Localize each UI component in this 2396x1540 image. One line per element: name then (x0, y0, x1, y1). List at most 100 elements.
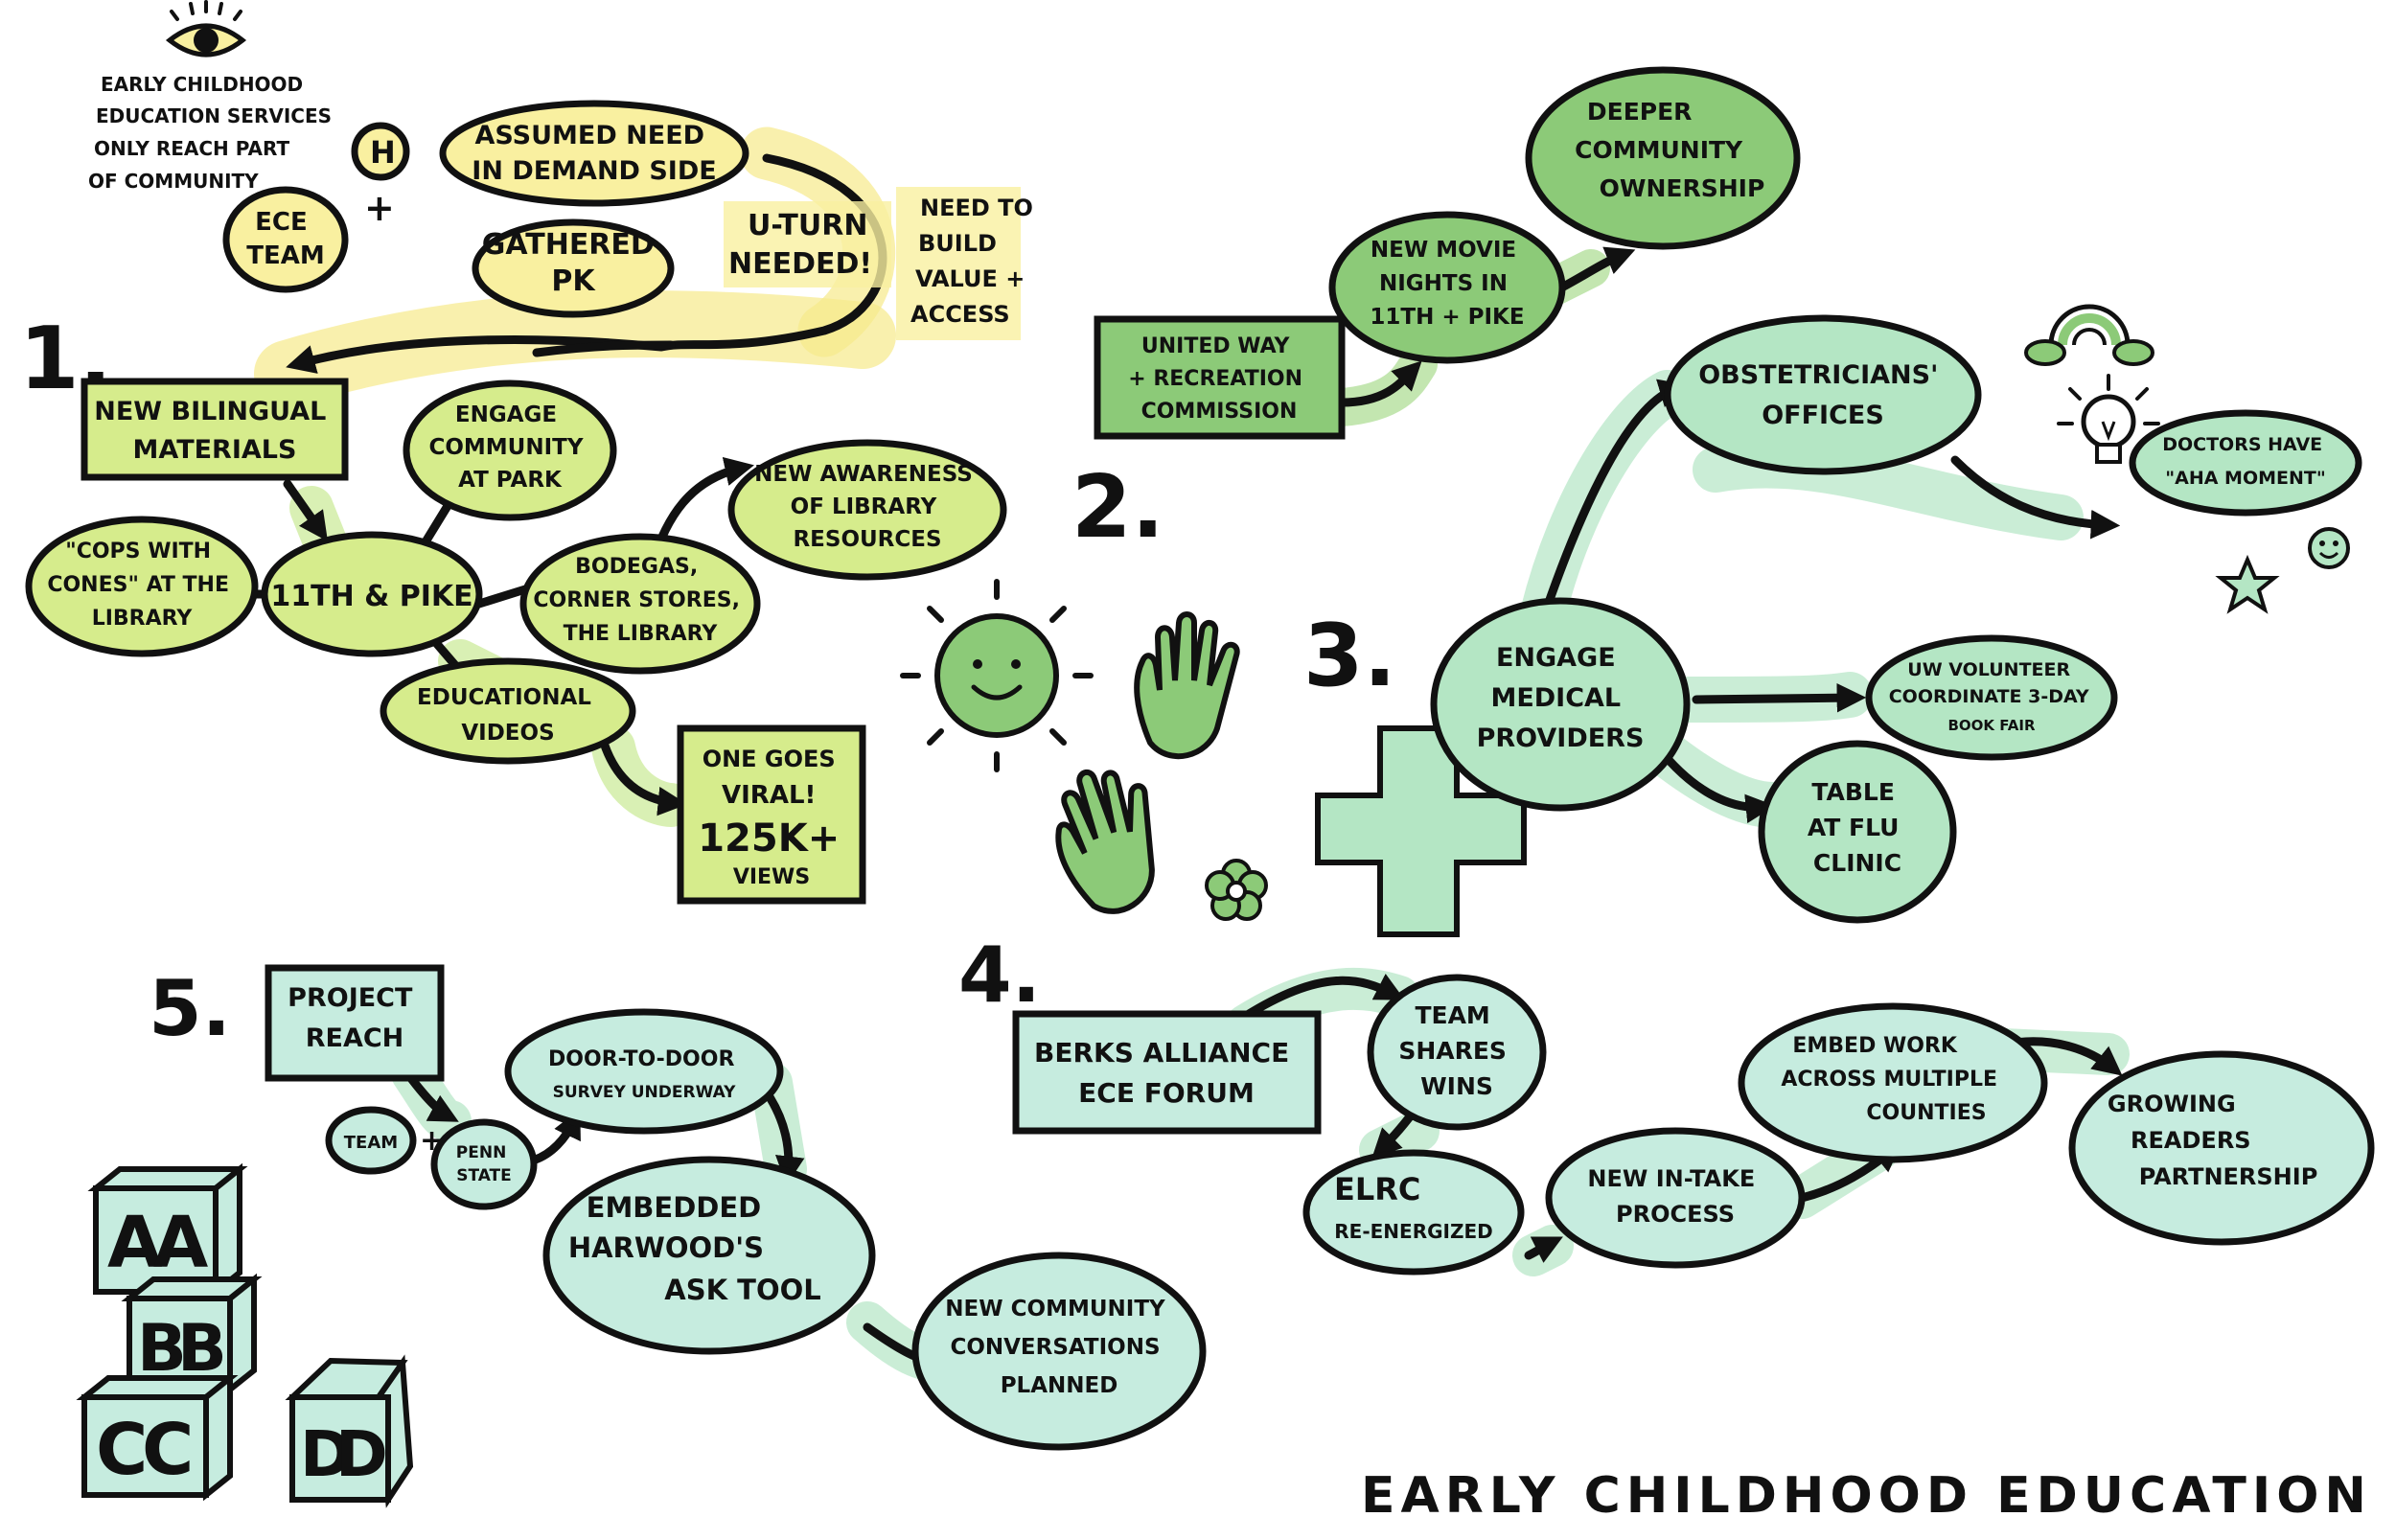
section-2: UNITED WAY + RECREATION COMMISSION NEW M… (1094, 66, 1801, 440)
u-turn-label: U-TURN NEEDED! (728, 209, 878, 281)
svg-text:OBSTETRICIANS' OFFICES: OBSTETRICIANS' OFFICES (1698, 360, 1947, 430)
berks-alliance-node: BERKS ALLIANCE ECE FORUM (1012, 1010, 1322, 1135)
svg-text:DOOR-TO-DOOR SURVEY UN: DOOR-TO-DOOR SURVEY UNDERWAY (548, 1047, 740, 1102)
step-number-2: 2. (1071, 457, 1164, 558)
educational-videos-node: EDUCATIONAL VIDEOS (380, 657, 636, 765)
team-shares-wins-node: TEAM SHARES WINS (1367, 974, 1547, 1131)
svg-text:ECE TEAM: ECE TEAM (246, 208, 325, 270)
svg-text:B: B (177, 1311, 227, 1387)
svg-text:11TH & PIKE: 11TH & PIKE (270, 580, 472, 613)
svg-text:DOCTORS HAVE "AHA MOME: DOCTORS HAVE "AHA MOMENT" (2162, 434, 2329, 489)
community-conversations-node: NEW COMMUNITY CONVERSATIONS PLANNED (911, 1252, 1207, 1451)
growing-readers-node: GROWING READERS PARTNERSHIP (2068, 1050, 2375, 1246)
step-number-3: 3. (1303, 606, 1396, 706)
deeper-ownership-node: DEEPER COMMUNITY OWNERSHIP (1525, 66, 1801, 250)
medical-cross-icon (1315, 725, 1527, 937)
intro-note: EARLY CHILDHOOD EDUCATION SERVICES ONLY … (88, 73, 338, 193)
hand-icon (1134, 611, 1240, 760)
h-badge: H (351, 122, 410, 181)
team-node: TEAM (325, 1106, 417, 1175)
section-3: ENGAGE MEDICAL PROVIDERS OBSTETRICIANS' … (1430, 314, 2362, 924)
svg-text:C: C (96, 1409, 148, 1491)
svg-text:DEEPER COMMUNITY: DEEPER COMMUNITY OWNERSHIP (1575, 98, 1764, 202)
sun-icon (900, 579, 1094, 772)
svg-text:NEW AWARENESS OF LIBRA: NEW AWARENESS OF LIBRARY RESOURCES (754, 462, 980, 552)
step-number-4: 4. (958, 931, 1041, 1020)
flower-icon (1205, 859, 1268, 921)
project-reach-node: PROJECT REACH (265, 964, 445, 1082)
obstetricians-node: OBSTETRICIANS' OFFICES (1664, 314, 1982, 475)
elrc-node: ELRC RE-ENERGIZED (1302, 1149, 1525, 1276)
intro-plus: + (364, 187, 395, 229)
doodles (900, 304, 2350, 937)
svg-text:UW VOLUNTEER COORDINAT: UW VOLUNTEER COORDINATE 3-DAY BOOK FAIR (1889, 659, 2095, 734)
alphabet-blocks-icon: A A B B C C D D (76, 1162, 414, 1508)
svg-text:NEW MOVIE NIGHTS IN: NEW MOVIE NIGHTS IN 11TH + PIKE (1370, 238, 1524, 330)
svg-text:B: B (137, 1311, 187, 1387)
gathered-pk-node: GATHERED PK (472, 218, 675, 318)
engage-park-node: ENGAGE COMMUNITY AT PARK (403, 379, 617, 521)
svg-text:UNITED WAY + RECREATIO: UNITED WAY + RECREATION COMMISSION (1128, 334, 1309, 424)
harwoods-ask-tool-node: EMBEDDED HARWOOD'S ASK TOOL (542, 1156, 876, 1355)
svg-text:"COPS WITH CONES" AT T: "COPS WITH CONES" AT THE LIBRARY (47, 540, 236, 631)
svg-text:D: D (335, 1417, 388, 1491)
penn-state-node: PENN STATE (430, 1118, 538, 1210)
movie-nights-node: NEW MOVIE NIGHTS IN 11TH + PIKE (1328, 211, 1566, 364)
svg-text:TEAM SHARES WI: TEAM SHARES WINS (1398, 1001, 1514, 1100)
ece-team-node: ECE TEAM (222, 186, 349, 293)
hub-11th-pike-node: 11TH & PIKE (261, 531, 483, 657)
svg-text:NEW IN-TAKE PROCESS: NEW IN-TAKE PROCESS (1587, 1165, 1762, 1228)
u-turn-highlight (724, 201, 891, 287)
svg-text:TABLE AT FLU C: TABLE AT FLU CLINIC (1808, 778, 1907, 877)
step-number-5: 5. (149, 964, 231, 1053)
svg-text:ENGAGE COMMUNITY: ENGAGE COMMUNITY AT PARK (428, 402, 590, 493)
library-awareness-node: NEW AWARENESS OF LIBRARY RESOURCES (727, 439, 1007, 581)
svg-text:GROWING READERS: GROWING READERS PARTNERSHIP (2108, 1091, 2317, 1190)
aha-moment-node: DOCTORS HAVE "AHA MOMENT" (2129, 409, 2362, 517)
bilingual-materials-node: NEW BILINGUAL MATERIALS (81, 378, 349, 481)
svg-text:EMBEDDED HARWOOD'S: EMBEDDED HARWOOD'S ASK TOOL (568, 1191, 821, 1306)
intro-section: EARLY CHILDHOOD EDUCATION SERVICES ONLY … (88, 0, 1033, 340)
embed-work-node: EMBED WORK ACROSS MULTIPLE COUNTIES (1738, 1002, 2048, 1163)
svg-text:A: A (107, 1202, 162, 1284)
svg-text:PENN STATE: PENN STATE (456, 1143, 512, 1185)
uw-volunteer-node: UW VOLUNTEER COORDINATE 3-DAY BOOK FAIR (1865, 634, 2118, 761)
block-c: C C (76, 1371, 239, 1502)
block-a: A A (87, 1162, 248, 1299)
united-way-node: UNITED WAY + RECREATION COMMISSION (1094, 315, 1346, 440)
smiley-icon (2308, 527, 2350, 569)
svg-text:BODEGAS, CORNER STORES: BODEGAS, CORNER STORES, THE LIBRARY (533, 555, 747, 646)
svg-text:PROJECT REACH: PROJECT REACH (288, 983, 422, 1053)
door-survey-node: DOOR-TO-DOOR SURVEY UNDERWAY (504, 1008, 784, 1135)
lightbulb-icon (2057, 374, 2160, 464)
svg-text:ASSUMED NEED IN DEMAND: ASSUMED NEED IN DEMAND SIDE (472, 121, 716, 186)
svg-text:C: C (142, 1409, 194, 1491)
cops-with-cones-node: "COPS WITH CONES" AT THE LIBRARY (25, 516, 259, 657)
svg-text:ELRC RE-ENERGIZED: ELRC RE-ENERGIZED (1334, 1171, 1493, 1243)
svg-text:GATHERED PK: GATHERED PK (482, 228, 665, 298)
flu-clinic-node: TABLE AT FLU CLINIC (1758, 740, 1957, 924)
diagram-title: EARLY CHILDHOOD EDUCATION (ECE) (1361, 1467, 2396, 1525)
need-to-build-highlight (896, 187, 1021, 340)
svg-text:EDUCATIONAL VIDEOS: EDUCATIONAL VIDEOS (417, 685, 599, 746)
goes-viral-node: ONE GOES VIRAL! 125K+ VIEWS (677, 724, 866, 905)
svg-text:NEW BILINGUAL MATERIAL: NEW BILINGUAL MATERIALS (94, 397, 334, 465)
section-1: NEW BILINGUAL MATERIALS "COPS WITH CONES… (25, 378, 1007, 905)
svg-text:BERKS ALLIANCE ECE FOR: BERKS ALLIANCE ECE FORUM (1034, 1037, 1299, 1109)
star-icon (2215, 554, 2280, 614)
block-b: B B (121, 1273, 263, 1396)
svg-text:ENGAGE MEDICAL: ENGAGE MEDICAL PROVIDERS (1477, 643, 1645, 753)
eye-icon (165, 0, 247, 57)
svg-text:TEAM: TEAM (344, 1133, 398, 1153)
hand-icon (1055, 769, 1155, 914)
svg-text:H: H (370, 134, 396, 171)
svg-text:EMBED WORK ACROSS MULT: EMBED WORK ACROSS MULTIPLE COUNTIES (1781, 1034, 2004, 1125)
medical-providers-node: ENGAGE MEDICAL PROVIDERS (1430, 597, 1691, 812)
intake-process-node: NEW IN-TAKE PROCESS (1545, 1127, 1806, 1269)
assumed-need-node: ASSUMED NEED IN DEMAND SIDE (439, 100, 749, 207)
block-d: D D (285, 1354, 414, 1508)
rainbow-icon (2024, 304, 2154, 366)
section-5: PROJECT REACH TEAM + PENN STATE DOOR-TO-… (265, 964, 1207, 1451)
svg-text:NEW COMMUNITY CONVERSA: NEW COMMUNITY CONVERSATIONS PLANNED (945, 1297, 1172, 1398)
